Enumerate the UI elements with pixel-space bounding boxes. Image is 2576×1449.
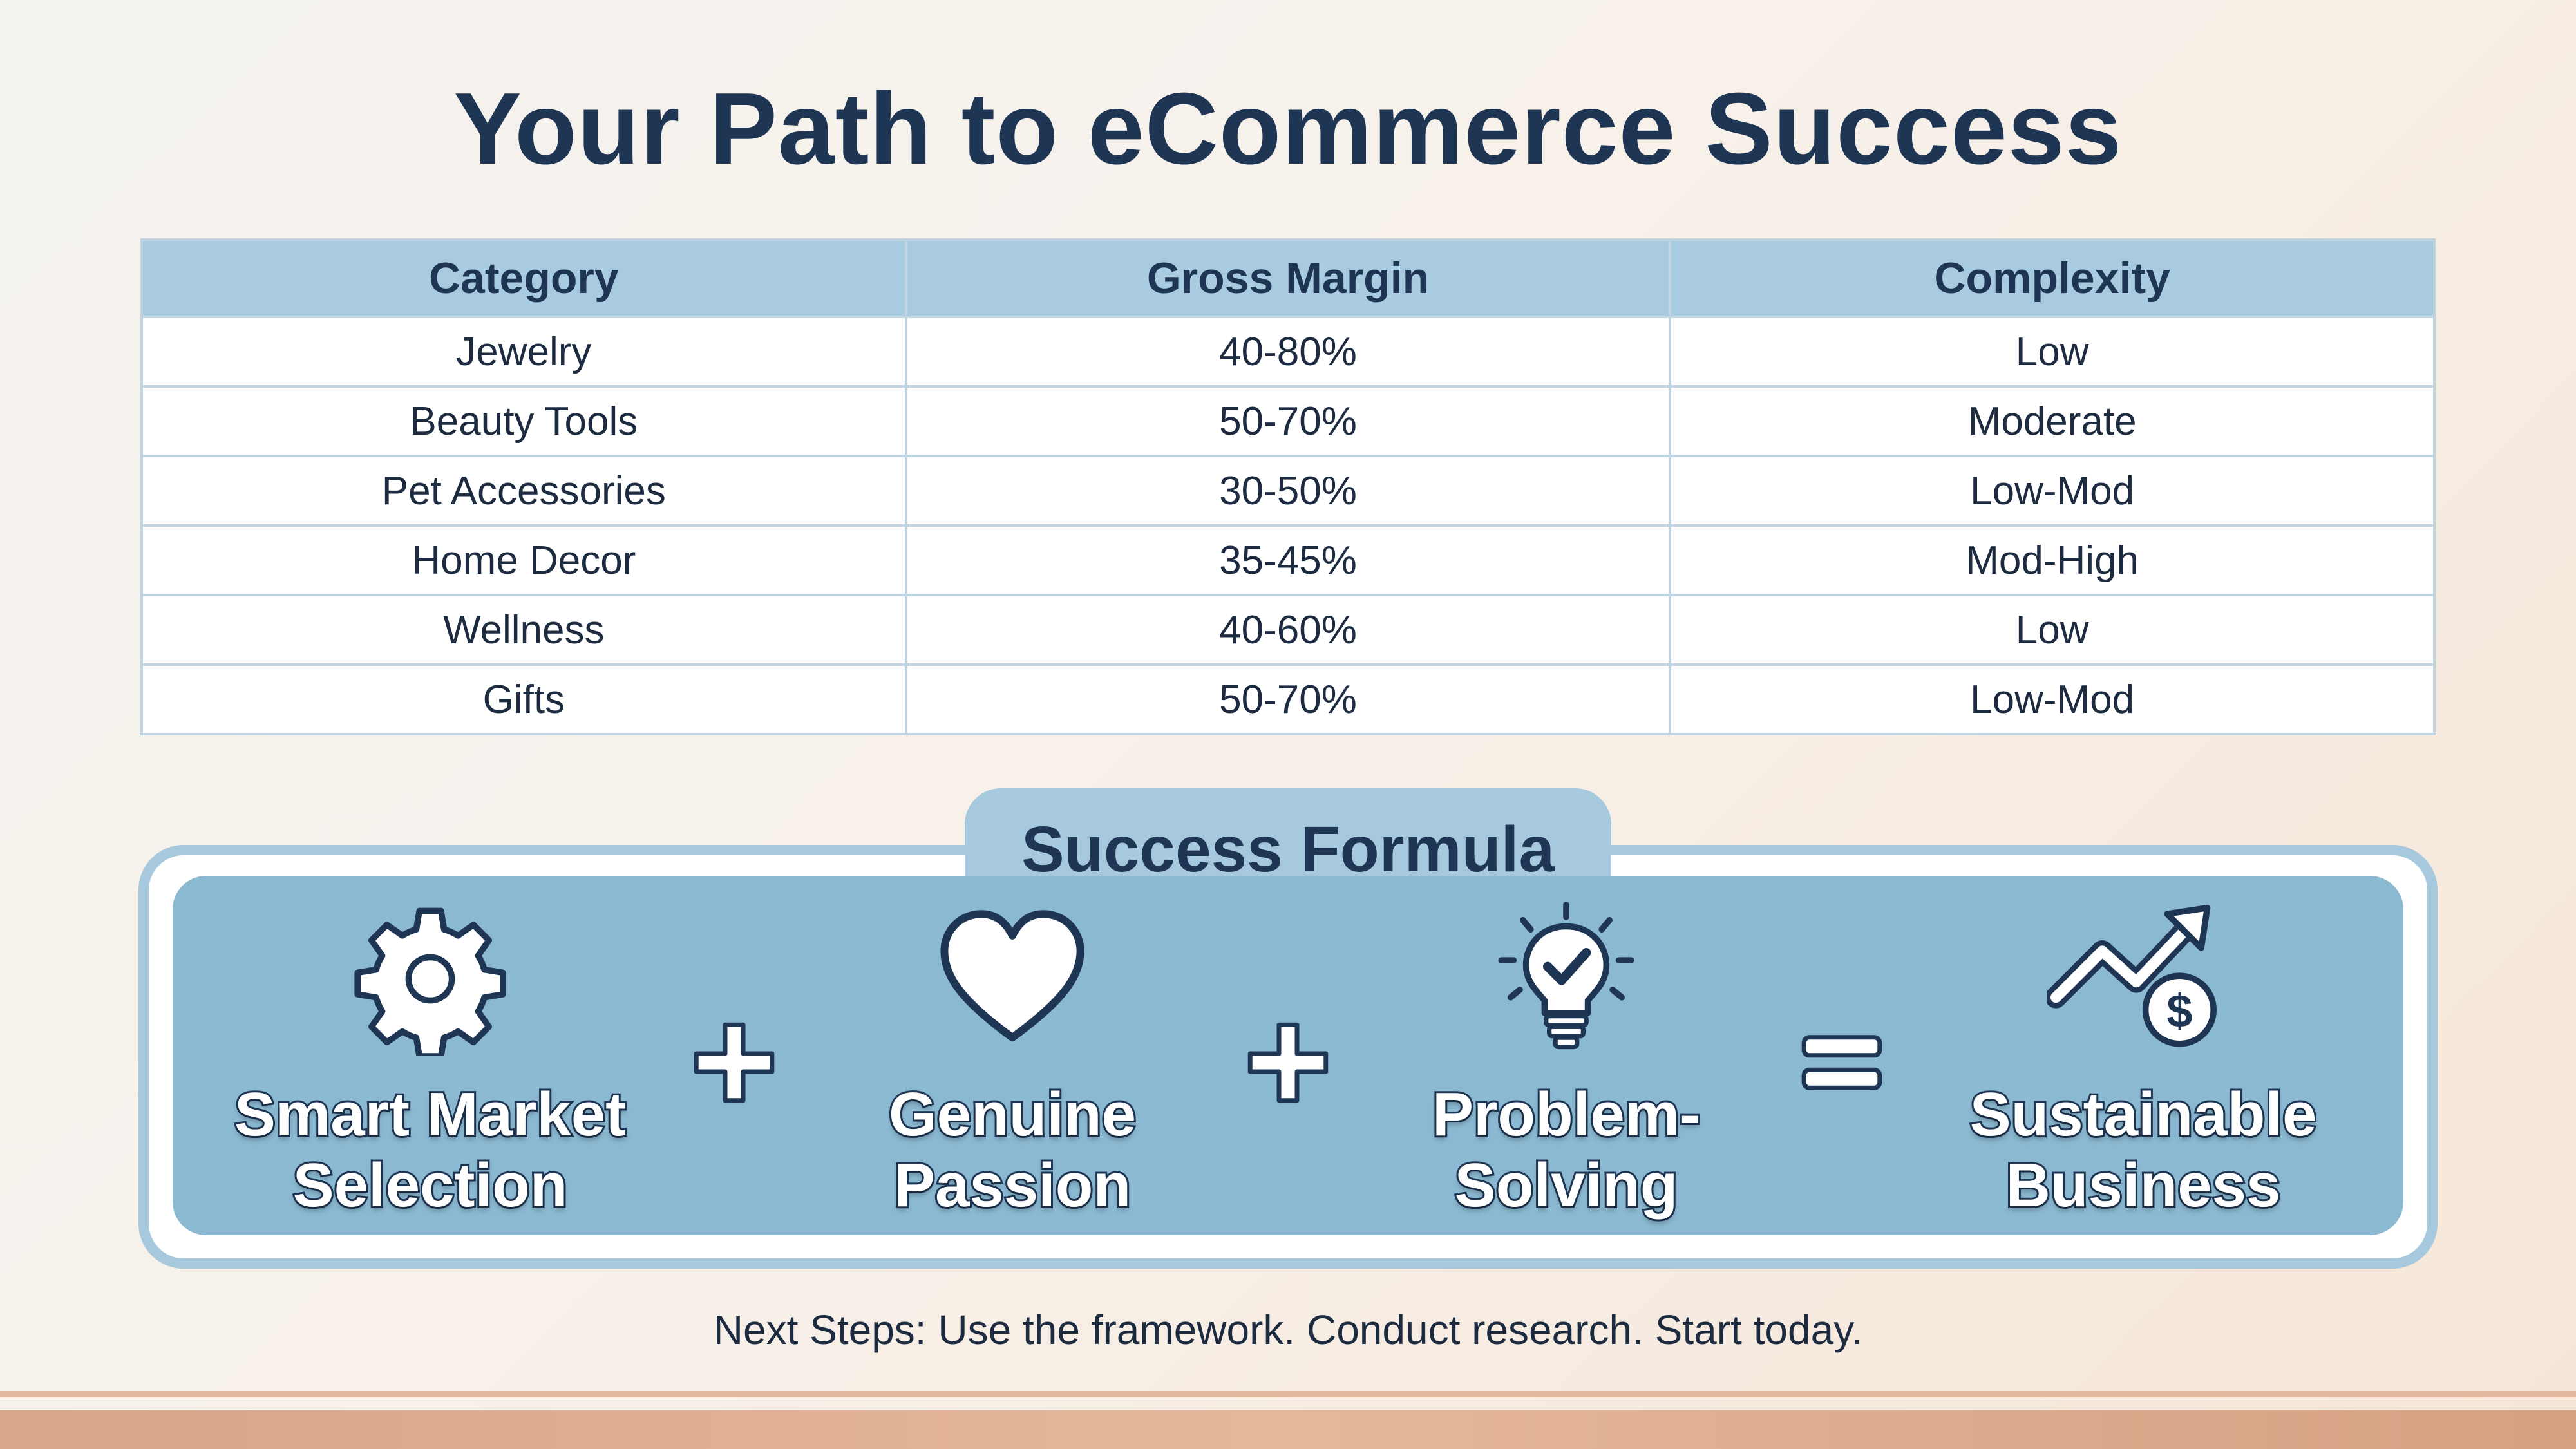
cell-gross-margin: 30-50%	[904, 455, 1672, 527]
formula-item-line1: Smart Market	[232, 1078, 628, 1151]
lightbulb-check-icon	[1498, 902, 1634, 1050]
formula-item-genuine-passion: Genuine Passion	[781, 902, 1244, 1222]
plus-operator-icon	[1247, 1022, 1329, 1103]
formula-item-line1: Genuine	[887, 1078, 1138, 1151]
cell-complexity: Low	[1669, 594, 2436, 666]
formula-item-line2: Solving	[1453, 1149, 1680, 1222]
table-row: Jewelry 40-80% Low	[140, 316, 2436, 388]
cell-category: Beauty Tools	[140, 385, 907, 457]
formula-item-line1: Problem-	[1430, 1078, 1702, 1151]
cell-complexity: Low-Mod	[1669, 455, 2436, 527]
formula-item-sustainable-business: $ Sustainable Business	[1911, 902, 2375, 1222]
formula-item-line2: Business	[2004, 1149, 2283, 1222]
page-title: Your Path to eCommerce Success	[453, 72, 2123, 185]
cell-complexity: Moderate	[1669, 385, 2436, 457]
column-header-gross-margin: Gross Margin	[904, 238, 1672, 318]
table-row: Home Decor 35-45% Mod-High	[140, 524, 2436, 596]
cell-category: Gifts	[140, 663, 907, 735]
cell-gross-margin: 35-45%	[904, 524, 1672, 596]
formula-item-line2: Passion	[892, 1149, 1133, 1222]
table-row: Beauty Tools 50-70% Moderate	[140, 385, 2436, 457]
growth-dollar-icon: $	[2047, 904, 2217, 1047]
footer-band	[0, 1410, 2576, 1449]
heart-icon	[940, 910, 1084, 1042]
table-row: Wellness 40-60% Low	[140, 594, 2436, 666]
cell-complexity: Low	[1669, 316, 2436, 388]
cell-gross-margin: 40-60%	[904, 594, 1672, 666]
cell-gross-margin: 40-80%	[904, 316, 1672, 388]
gear-icon	[354, 907, 506, 1056]
cell-complexity: Low-Mod	[1669, 663, 2436, 735]
category-table: Category Gross Margin Complexity Jewelry…	[140, 238, 2436, 735]
equals-operator-icon	[1801, 1035, 1882, 1090]
cell-category: Wellness	[140, 594, 907, 666]
table-row: Pet Accessories 30-50% Low-Mod	[140, 455, 2436, 527]
table-header-row: Category Gross Margin Complexity	[140, 238, 2436, 318]
cell-complexity: Mod-High	[1669, 524, 2436, 596]
plus-operator-icon	[694, 1022, 775, 1103]
cell-gross-margin: 50-70%	[904, 385, 1672, 457]
cell-category: Pet Accessories	[140, 455, 907, 527]
formula-item-smart-market-selection: Smart Market Selection	[198, 902, 662, 1222]
formula-item-line2: Selection	[291, 1149, 570, 1222]
success-formula-title: Success Formula	[1021, 813, 1555, 886]
svg-text:$: $	[2166, 985, 2192, 1037]
table-row: Gifts 50-70% Low-Mod	[140, 663, 2436, 735]
cell-category: Home Decor	[140, 524, 907, 596]
cell-category: Jewelry	[140, 316, 907, 388]
formula-item-line1: Sustainable	[1968, 1078, 2319, 1151]
column-header-complexity: Complexity	[1669, 238, 2436, 318]
next-steps-text: Next Steps: Use the framework. Conduct r…	[713, 1307, 1863, 1353]
column-header-category: Category	[140, 238, 907, 318]
cell-gross-margin: 50-70%	[904, 663, 1672, 735]
footer-divider	[0, 1391, 2576, 1397]
formula-item-problem-solving: Problem- Solving	[1334, 902, 1798, 1222]
